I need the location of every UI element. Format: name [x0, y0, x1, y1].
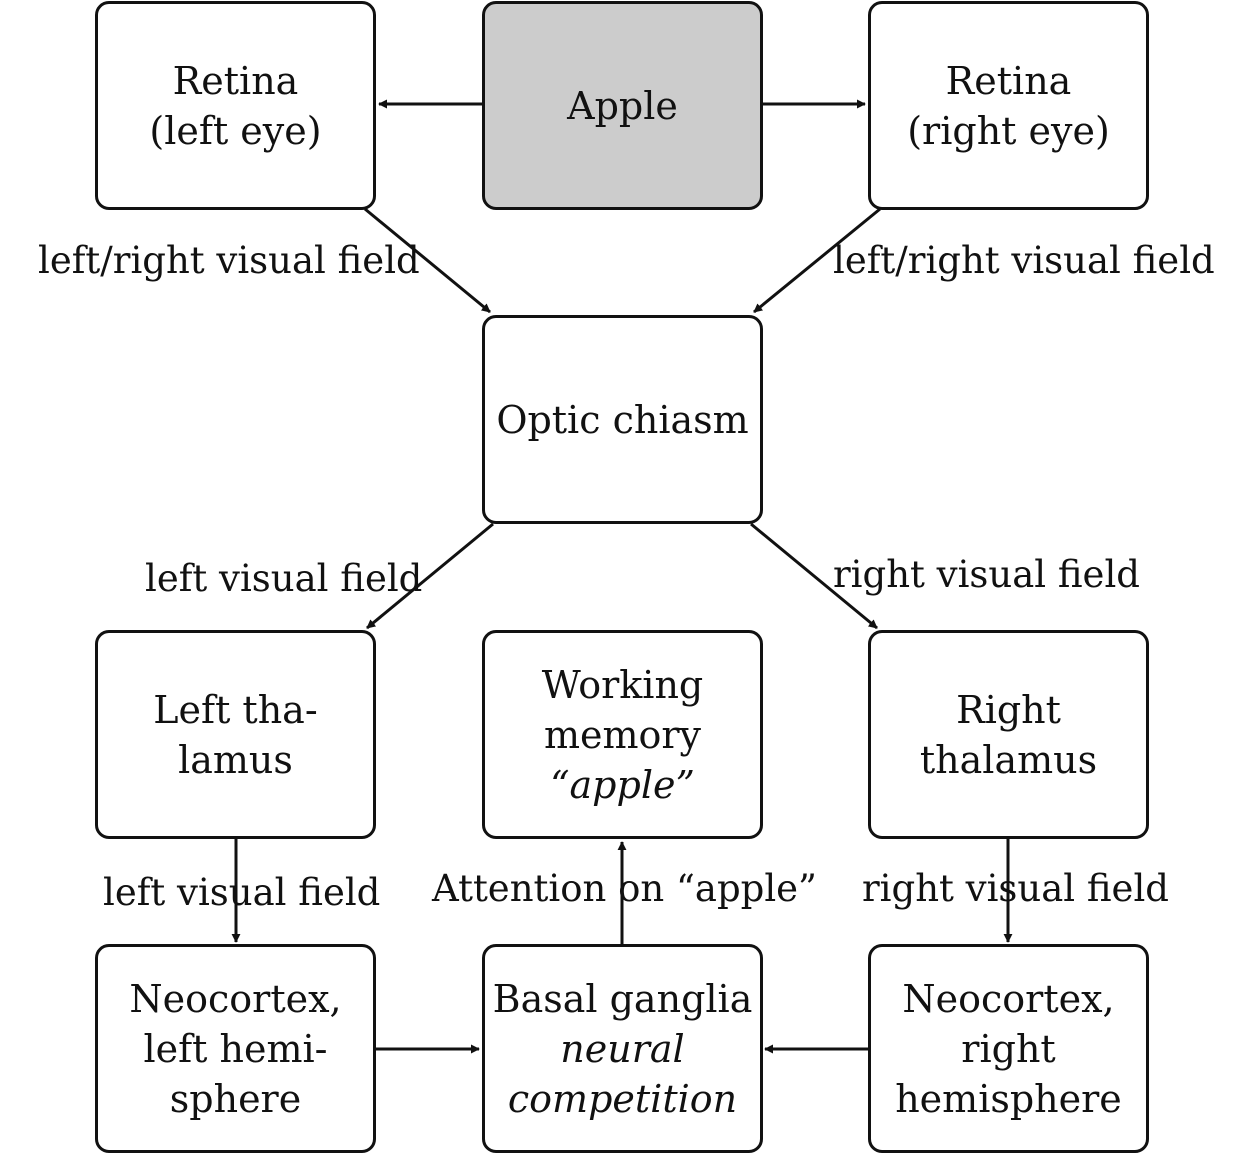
node-label-line: neural	[560, 1026, 685, 1071]
node-neocortex-left: Neocortex, left hemi- sphere	[95, 944, 376, 1153]
node-retina-right: Retina (right eye)	[868, 1, 1149, 210]
node-label-line: hemisphere	[895, 1076, 1122, 1121]
node-apple: Apple	[482, 1, 763, 210]
node-label-line: Neocortex,	[902, 976, 1115, 1021]
node-label-line: Retina	[945, 58, 1072, 103]
node-working-memory: Working memory “apple”	[482, 630, 763, 839]
node-label-line: left hemi-	[143, 1026, 328, 1071]
node-label-line: Right	[956, 687, 1061, 732]
node-label-line: Apple	[567, 83, 678, 128]
node-label-line: lamus	[178, 737, 293, 782]
node-label-line: (right eye)	[907, 108, 1110, 153]
edge-label-thalamus-right-to-neocortex: right visual field	[862, 867, 1169, 910]
node-label-line: sphere	[169, 1076, 302, 1121]
node-label-line: Left tha-	[153, 687, 318, 732]
edge-chiasm-to-thalamus-right	[750, 522, 878, 630]
node-label-line: Neocortex,	[129, 976, 342, 1021]
edge-retina-right-to-chiasm	[753, 207, 881, 314]
edge-label-chiasm-to-thalamus-left: left visual field	[145, 557, 423, 600]
edge-label-thalamus-left-to-neocortex: left visual field	[103, 871, 381, 914]
node-label-line: thalamus	[919, 737, 1098, 782]
node-neocortex-right: Neocortex, right hemisphere	[868, 944, 1149, 1153]
node-label-line: right	[961, 1026, 1056, 1071]
edge-label-retina-left-to-chiasm: left/right visual field	[38, 239, 420, 282]
node-label-line: (left eye)	[149, 108, 322, 153]
node-label-line: memory	[543, 712, 702, 757]
edge-retina-left-to-chiasm	[364, 207, 491, 314]
edge-label-chiasm-to-thalamus-right: right visual field	[833, 553, 1140, 596]
edge-label-retina-right-to-chiasm: left/right visual field	[833, 239, 1215, 282]
node-label-line: competition	[507, 1076, 738, 1121]
edge-label-basal-to-working-memory: Attention on “apple”	[432, 867, 817, 910]
node-label-line: Optic chiasm	[496, 397, 749, 442]
edge-chiasm-to-thalamus-left	[366, 522, 494, 630]
node-label-line: Retina	[172, 58, 299, 103]
node-thalamus-right: Right thalamus	[868, 630, 1149, 839]
node-basal-ganglia: Basal ganglia neural competition	[482, 944, 763, 1153]
node-label-line: Basal ganglia	[492, 976, 753, 1021]
node-optic-chiasm: Optic chiasm	[482, 315, 763, 524]
node-label-line: “apple”	[550, 762, 695, 807]
node-retina-left: Retina (left eye)	[95, 1, 376, 210]
node-label-line: Working	[541, 662, 704, 707]
node-thalamus-left: Left tha- lamus	[95, 630, 376, 839]
